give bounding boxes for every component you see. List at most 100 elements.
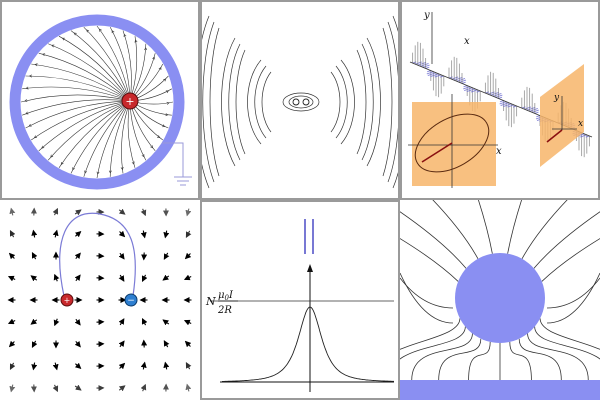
- field-line-arrow-icon: [50, 154, 54, 158]
- field-vector-arrow-icon: [52, 229, 59, 238]
- field-line-arrow-icon: [152, 56, 156, 60]
- field-line-arrow-icon: [73, 32, 77, 36]
- field-line-arrow-icon: [72, 167, 75, 171]
- field-line: [541, 238, 600, 282]
- field-vector-arrow-icon: [185, 208, 192, 217]
- field-vector-arrow-icon: [185, 362, 192, 370]
- field-vector-arrow-icon: [162, 319, 170, 326]
- radiation-lobe: [202, 21, 215, 183]
- conducting-plane-icon: [400, 380, 600, 400]
- field-vector-arrow-icon: [53, 273, 60, 282]
- field-line-arrow-icon: [165, 90, 169, 94]
- field-vector-arrow-icon: [162, 274, 170, 281]
- label-x-right: x: [578, 119, 583, 129]
- field-line-arrow-icon: [24, 99, 28, 102]
- field-line: [48, 43, 131, 102]
- field-line-arrow-icon: [61, 37, 66, 41]
- field-vector-arrow-icon: [52, 207, 59, 216]
- negative-charge-icon: −: [124, 293, 138, 307]
- field-vector-arrow-icon: [31, 362, 38, 371]
- field-line-arrow-icon: [34, 63, 38, 67]
- field-line-arrow-icon: [165, 113, 169, 117]
- field-lines: [400, 200, 600, 381]
- field-vector-arrow-icon: [9, 362, 16, 371]
- label-y-top: y: [423, 10, 430, 21]
- field-vector-arrow-icon: [185, 383, 192, 392]
- field-line: [25, 75, 131, 102]
- field-line: [22, 86, 131, 102]
- field-vector-arrow-icon: [141, 317, 148, 326]
- field-vector-arrow-icon: [31, 229, 38, 238]
- wave-sample-b: [495, 94, 503, 98]
- field-vector-arrow-icon: [118, 318, 125, 326]
- field-vector-arrow-icon: [8, 252, 16, 260]
- field-vector-arrow-icon: [118, 252, 125, 260]
- wave-sample-b: [463, 86, 470, 90]
- conducting-ring: [9, 14, 185, 190]
- ground-icon: [162, 142, 192, 186]
- field-line: [47, 100, 131, 161]
- wave-sample-b: [498, 96, 503, 99]
- field-vector-arrow-icon: [74, 209, 82, 216]
- polarization-plane-left: x: [408, 94, 502, 188]
- label-numerator: μ0I: [218, 290, 234, 302]
- field-line-arrow-icon: [25, 86, 29, 90]
- field-line: [400, 326, 466, 360]
- field-curve: [222, 306, 394, 382]
- radiation-lobe: [235, 49, 246, 155]
- field-line-arrow-icon: [150, 145, 154, 149]
- field-line: [70, 30, 131, 102]
- wave-sample-b: [532, 109, 539, 113]
- charge-left-sign: +: [64, 296, 71, 305]
- field-line: [38, 100, 131, 152]
- field-lines: [20, 25, 174, 179]
- field-vector-arrow-icon: [163, 361, 170, 370]
- field-line-arrow-icon: [120, 167, 124, 171]
- field-vector-arrow-icon: [74, 384, 82, 391]
- field-line: [58, 35, 131, 102]
- field-line: [518, 338, 562, 381]
- wave-sample-b: [427, 70, 431, 73]
- field-vector-arrow-icon: [74, 340, 81, 348]
- wave-sample-b: [499, 101, 507, 105]
- field-line: [468, 341, 491, 381]
- wave-sample-b: [500, 102, 509, 106]
- field-line-arrow-icon: [25, 111, 29, 115]
- radiation-lobe: [247, 59, 262, 145]
- field-vector-arrow-icon: [52, 384, 59, 393]
- wave-sample-b: [512, 105, 517, 108]
- radiation-lobe: [330, 71, 341, 133]
- wave-sample-b: [456, 78, 466, 82]
- field-label: N μ0I 2R: [205, 290, 238, 316]
- wave-sample-b: [503, 103, 512, 108]
- wave-sample-b: [426, 71, 434, 75]
- field-vector-arrow-icon: [118, 274, 125, 282]
- field-vector-arrow-icon: [140, 383, 147, 392]
- label-denominator: 2R: [217, 305, 232, 316]
- field-vector-arrow-icon: [141, 274, 148, 283]
- field-line: [539, 318, 600, 350]
- field-line-arrow-icon: [144, 47, 148, 51]
- sphere-plane-figure: [400, 200, 600, 400]
- conducting-sphere-icon: [455, 253, 545, 343]
- charge-right-sign: −: [127, 296, 135, 306]
- field-line: [22, 99, 131, 116]
- panel-charge-in-ring: +: [0, 0, 200, 200]
- positive-charge-icon: +: [121, 92, 139, 110]
- wave-sample-b: [580, 134, 587, 138]
- radiation-lobe: [209, 27, 220, 177]
- radiation-lobe: [361, 43, 374, 161]
- wave-sample-b: [534, 111, 539, 114]
- wave-sample-b: [420, 63, 429, 67]
- wave-sample-b: [490, 91, 499, 96]
- wave-sample-b: [507, 104, 515, 108]
- field-line: [546, 272, 600, 324]
- panel-em-wave: y x x y x: [400, 0, 600, 200]
- field-line: [400, 272, 454, 324]
- field-line-arrow-icon: [96, 171, 100, 175]
- positive-charge-icon: +: [60, 293, 74, 307]
- field-line-arrow-icon: [158, 66, 162, 71]
- field-vector-arrow-icon: [118, 385, 126, 392]
- charge-ring-figure: +: [9, 14, 192, 190]
- wave-sample-b: [529, 108, 538, 112]
